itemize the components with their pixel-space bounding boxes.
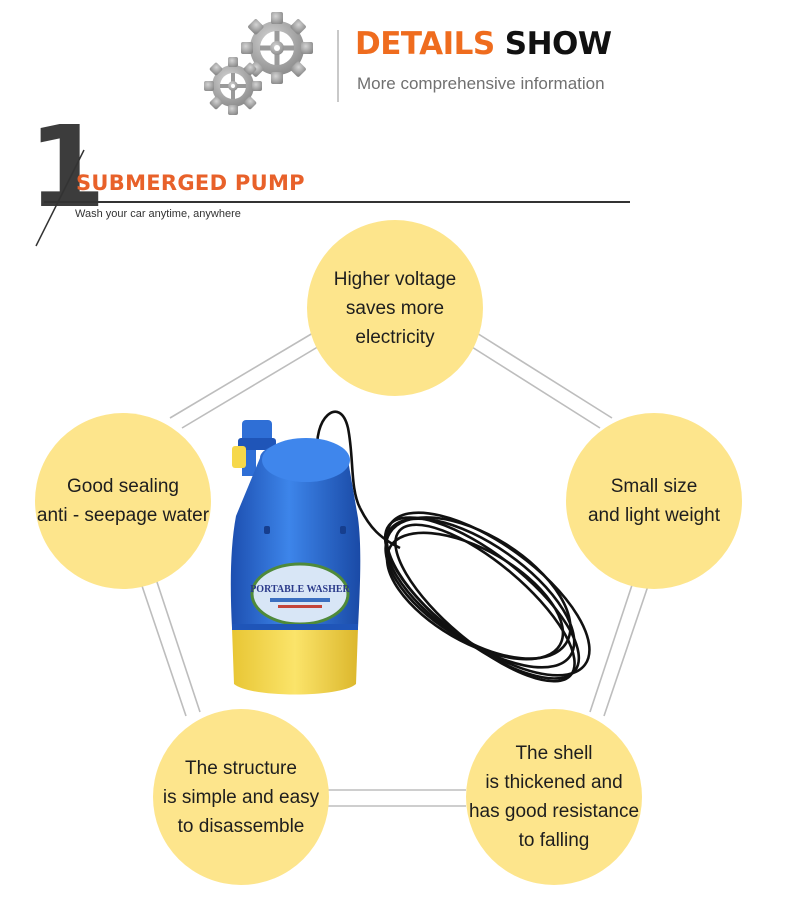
- feature-circle-sealing: Good sealing anti - seepage water: [35, 413, 211, 589]
- feature-circle-shell: The shell is thickened and has good resi…: [466, 709, 642, 885]
- title-word-show: SHOW: [504, 26, 612, 62]
- pump-image: PORTABLE WASHER: [230, 410, 591, 695]
- header-divider: [337, 30, 339, 102]
- feature-circle-structure: The structure is simple and easy to disa…: [153, 709, 329, 885]
- feature-structure-text: The structure is simple and easy to disa…: [162, 757, 320, 837]
- section-title: SUBMERGED PUMP: [76, 171, 305, 195]
- title-word-details: DETAILS: [355, 26, 495, 62]
- section-subtitle: Wash your car anytime, anywhere: [75, 208, 241, 220]
- feature-sealing-text: Good sealing anti - seepage water: [36, 476, 210, 526]
- page-subtitle: More comprehensive information: [357, 74, 605, 93]
- feature-size-text: Small size and light weight: [587, 476, 721, 526]
- feature-circle-size: Small size and light weight: [566, 413, 742, 589]
- gears-icon: [204, 12, 313, 115]
- feature-shell-text: The shell is thickened and has good resi…: [468, 743, 640, 851]
- feature-circle-voltage: Higher voltage saves more electricity: [307, 220, 483, 396]
- feature-voltage-text: Higher voltage saves more electricity: [333, 268, 457, 348]
- section-underline: [44, 201, 630, 203]
- pump-label-text: PORTABLE WASHER: [250, 584, 350, 595]
